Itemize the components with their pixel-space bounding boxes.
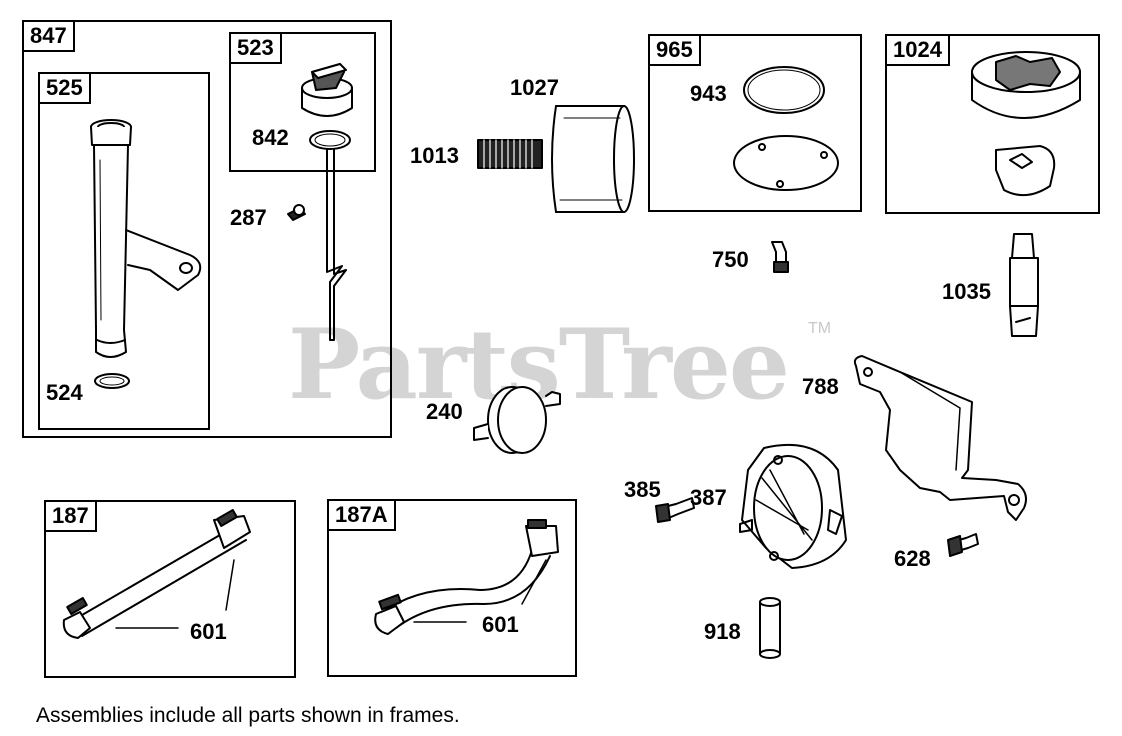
label-918: 918: [704, 619, 741, 644]
bracket-788-drawing: [853, 355, 1027, 521]
screw-287-drawing: [287, 204, 306, 221]
o-ring-524-drawing: [94, 373, 130, 389]
trademark-mark: TM: [808, 320, 832, 337]
screw-385-drawing: [655, 497, 695, 523]
fuel-pump-drawing: [739, 443, 847, 569]
leader-lines: [115, 559, 547, 629]
filter-wrench-drawing: [971, 51, 1081, 197]
label-385: 385: [624, 477, 661, 502]
label-1027: 1027: [510, 75, 559, 100]
label-750: 750: [712, 247, 749, 272]
frame-525-tag: 525: [38, 72, 91, 104]
label-387: 387: [690, 485, 727, 510]
frame-523-tag: 523: [229, 32, 282, 64]
frame-965: 965: [648, 34, 862, 212]
cover-plate-drawing: [733, 135, 839, 191]
label-1013: 1013: [410, 143, 459, 168]
assemblies-footnote: Assemblies include all parts shown in fr…: [36, 704, 460, 727]
frame-523: 523: [229, 32, 376, 172]
hose-187a-drawing: [374, 519, 559, 635]
screw-628-drawing: [947, 533, 979, 557]
label-628: 628: [894, 546, 931, 571]
dipstick-tube-drawing: [90, 119, 202, 358]
frame-847: 847: [22, 20, 392, 438]
frame-187a: 187A: [327, 499, 577, 677]
adapter-shaft-drawing: [1009, 233, 1039, 337]
label-524: 524: [46, 380, 83, 405]
dipstick-cap-drawing: [301, 63, 353, 341]
frame-847-tag: 847: [22, 20, 75, 52]
fuel-filter-drawing: [473, 386, 561, 454]
label-287: 287: [230, 205, 267, 230]
fuel-line-918-drawing: [759, 597, 781, 659]
frame-187: 187: [44, 500, 296, 678]
frame-187a-tag: 187A: [327, 499, 396, 531]
frame-187-tag: 187: [44, 500, 97, 532]
label-943: 943: [690, 81, 727, 106]
gasket-943-drawing: [743, 66, 825, 114]
label-240: 240: [426, 399, 463, 424]
label-842: 842: [252, 125, 289, 150]
frame-1024: 1024: [885, 34, 1100, 214]
label-601-b: 601: [482, 612, 519, 637]
stud-1013-drawing: [477, 139, 543, 169]
label-1035: 1035: [942, 279, 991, 304]
hose-187-drawing: [62, 509, 251, 639]
label-601-a: 601: [190, 619, 227, 644]
frame-525: 525: [38, 72, 210, 430]
frame-965-tag: 965: [648, 34, 701, 66]
frame-1024-tag: 1024: [885, 34, 950, 66]
oil-filter-drawing: [551, 105, 635, 213]
bolt-750-drawing: [771, 241, 789, 273]
label-788: 788: [802, 374, 839, 399]
